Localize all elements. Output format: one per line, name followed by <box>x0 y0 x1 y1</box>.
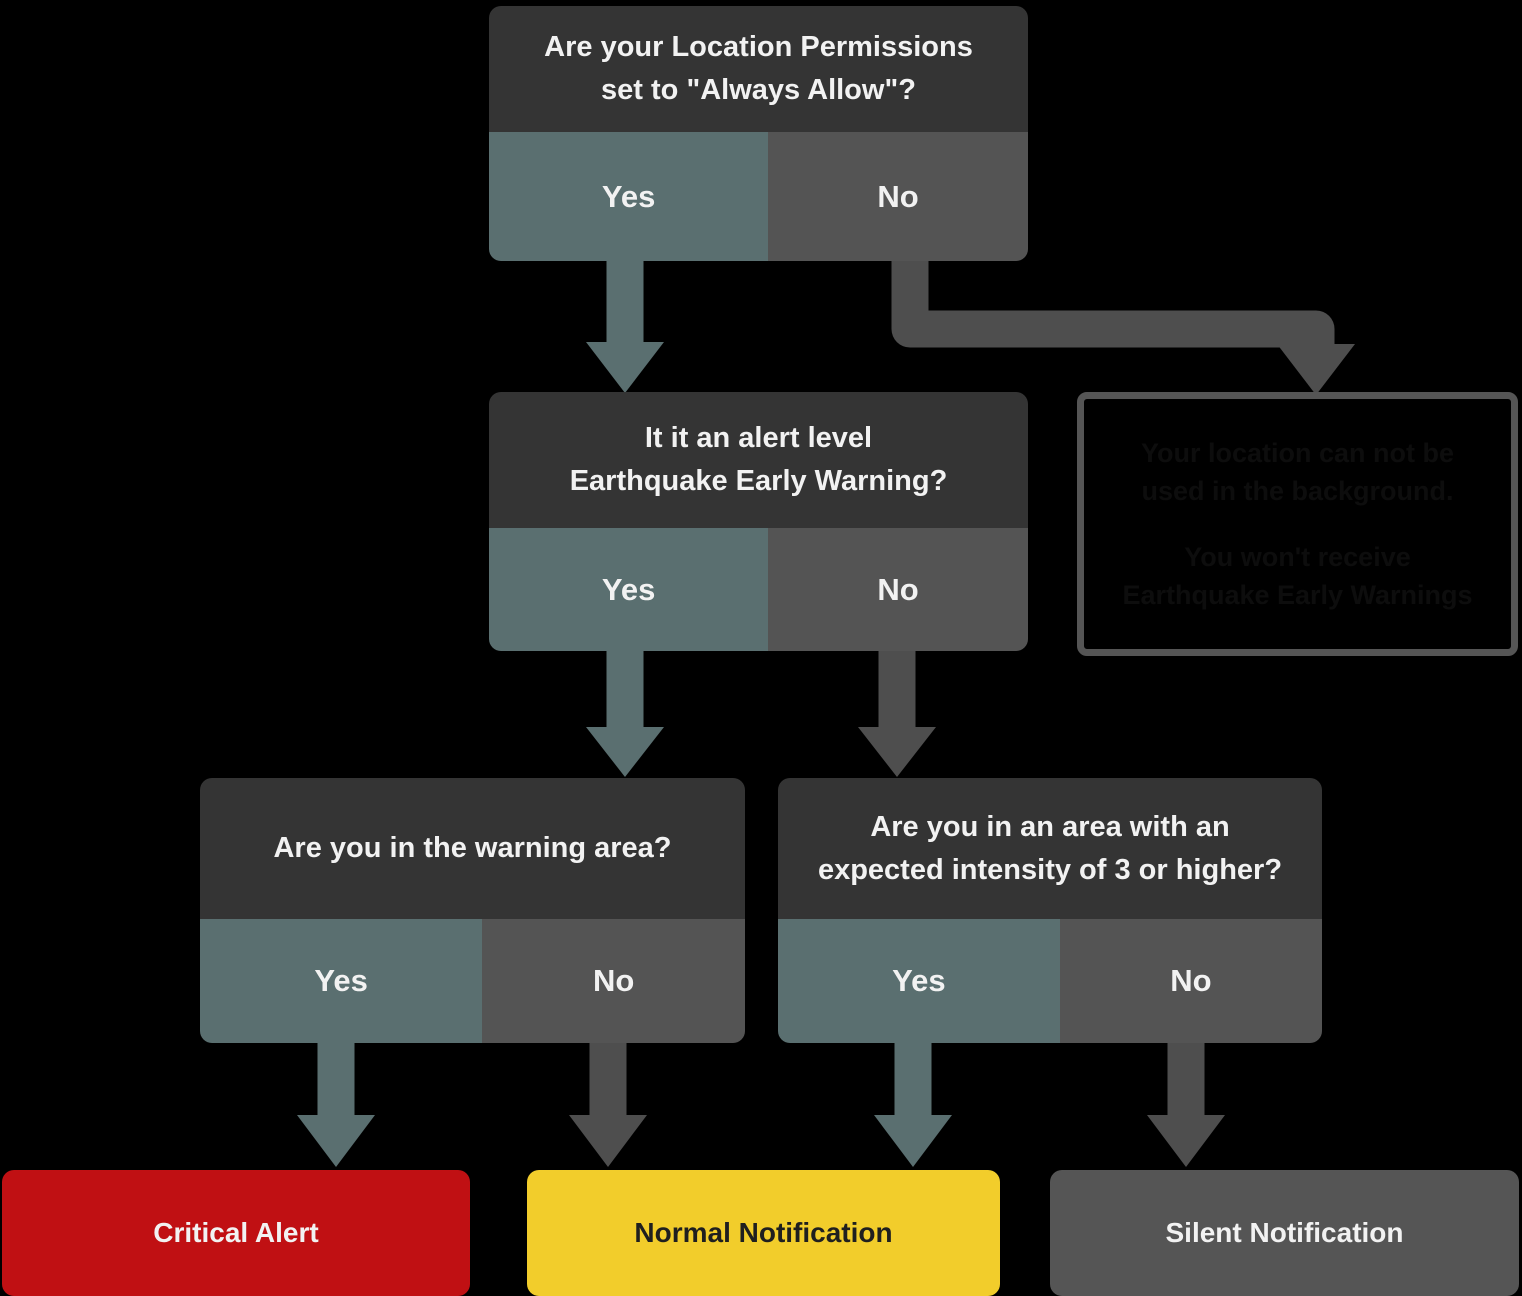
arrow-q4-no <box>1147 1041 1225 1167</box>
q4-yes-cell: Yes <box>778 919 1060 1043</box>
q3-yes-cell: Yes <box>200 919 483 1043</box>
arrow-q2-no <box>858 649 936 777</box>
question-box-alert-level: It it an alert level Earthquake Early Wa… <box>489 392 1028 651</box>
q2-answers: Yes No <box>489 528 1028 651</box>
q1-answers: Yes No <box>489 132 1028 261</box>
question-text-alert-level: It it an alert level Earthquake Early Wa… <box>489 392 1028 528</box>
q2-no-cell: No <box>768 528 1028 651</box>
arrow-q3-no <box>569 1041 647 1167</box>
info-paragraph-2: You won't receive Earthquake Early Warni… <box>1122 542 1473 610</box>
outcome-critical-alert: Critical Alert <box>2 1170 470 1296</box>
arrow-q2-yes <box>586 649 664 777</box>
question-text-warning-area: Are you in the warning area? <box>200 778 745 919</box>
arrow-q3-yes <box>297 1041 375 1167</box>
arrow-q4-yes <box>874 1041 952 1167</box>
q1-no-cell: No <box>768 132 1028 261</box>
q4-answers: Yes No <box>778 919 1322 1043</box>
outcome-normal-notification: Normal Notification <box>527 1170 1000 1296</box>
q3-no-cell: No <box>482 919 745 1043</box>
info-paragraph-1: Your location can not be used in the bac… <box>1140 438 1455 506</box>
q2-yes-cell: Yes <box>489 528 769 651</box>
outcome-silent-notification: Silent Notification <box>1050 1170 1519 1296</box>
arrow-q1-no-elbow <box>891 259 1355 395</box>
info-box-no-location: Your location can not be used in the bac… <box>1077 392 1518 656</box>
question-box-location-permissions: Are your Location Permissions set to "Al… <box>489 6 1028 261</box>
q3-answers: Yes No <box>200 919 745 1043</box>
question-text-expected-intensity: Are you in an area with an expected inte… <box>778 778 1322 919</box>
q4-no-cell: No <box>1059 919 1322 1043</box>
arrow-q1-yes <box>586 259 664 393</box>
q1-yes-cell: Yes <box>489 132 769 261</box>
question-text-location-permissions: Are your Location Permissions set to "Al… <box>489 6 1028 132</box>
question-box-expected-intensity: Are you in an area with an expected inte… <box>778 778 1322 1043</box>
question-box-warning-area: Are you in the warning area? Yes No <box>200 778 745 1043</box>
